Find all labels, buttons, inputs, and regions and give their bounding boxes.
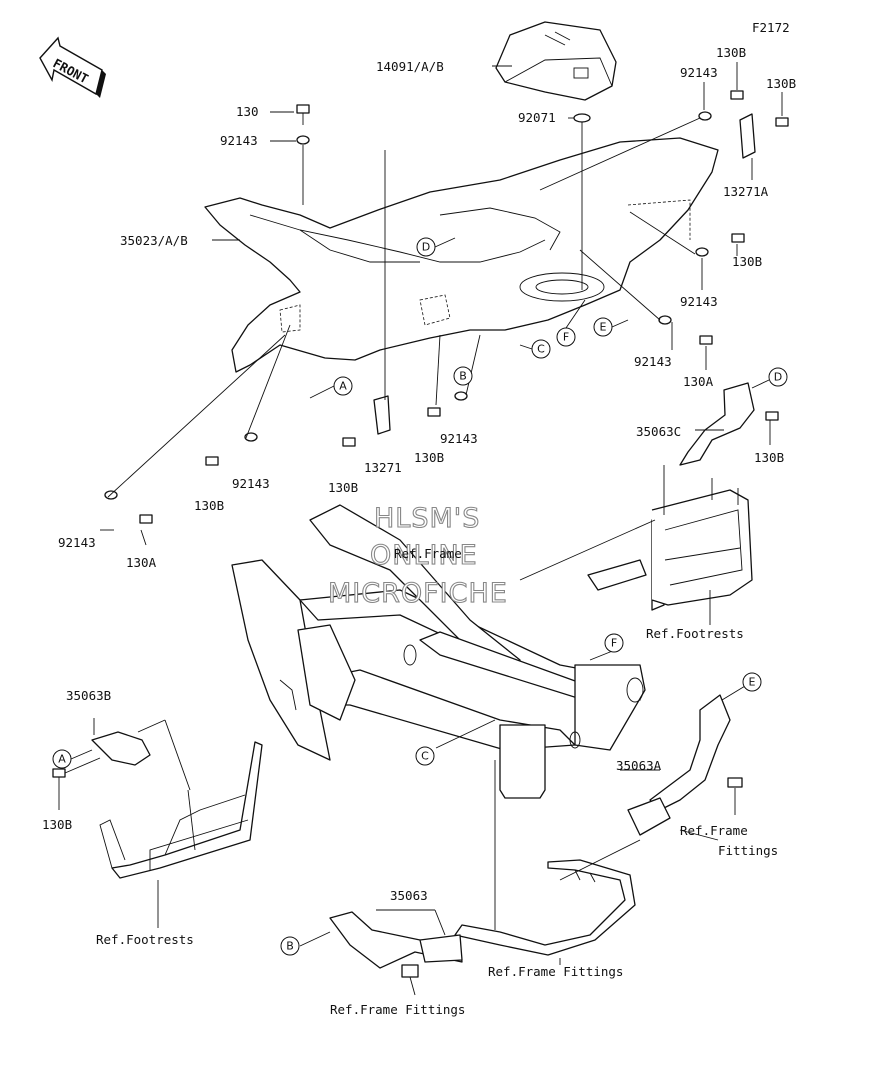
svg-text:B: B: [459, 370, 467, 383]
watermark-line-1: HLSM'S: [374, 503, 480, 534]
watermark: HLSM'S ONLINE MICROFICHE: [327, 502, 508, 609]
label-130-top: 130: [236, 104, 259, 119]
svg-text:E: E: [600, 321, 607, 334]
svg-text:C: C: [421, 750, 429, 763]
label-130b-r2: 130B: [766, 76, 796, 91]
callout-A1: A: [333, 376, 353, 396]
label-130a-r: 130A: [683, 374, 714, 389]
watermark-line-2: ONLINE: [370, 540, 478, 571]
callout-D1: D: [416, 237, 436, 257]
callout-A2: A: [52, 749, 72, 769]
ref-frame: Ref.Frame: [394, 546, 462, 561]
callout-C2: C: [415, 746, 435, 766]
callout-E2: E: [742, 672, 762, 692]
bolt-130b-r3: [731, 233, 745, 243]
svg-text:E: E: [749, 676, 756, 689]
washer-92143-r2: [695, 247, 709, 257]
label-130b-mid2: 130B: [328, 480, 358, 495]
label-35063a: 35063A: [616, 758, 662, 773]
label-35023: 35023/A/B: [120, 233, 188, 248]
ref-footrests-right: Ref.Footrests: [646, 626, 744, 641]
bolt-130a-r: [699, 335, 713, 345]
svg-text:B: B: [286, 940, 294, 953]
washer-92143-r3: [658, 315, 672, 325]
label-92071: 92071: [518, 110, 556, 125]
svg-text:F: F: [563, 331, 569, 344]
rear-guard-right: [519, 382, 779, 625]
bolt-130a-ll: [139, 514, 153, 524]
svg-text:D: D: [774, 371, 782, 384]
washer-92143-ll: [104, 490, 118, 500]
label-92143-r1: 92143: [680, 65, 718, 80]
bolt-130b-mid2: [342, 437, 356, 447]
label-130b-r4: 130B: [754, 450, 784, 465]
callout-F2: F: [604, 633, 624, 653]
svg-text:A: A: [339, 380, 347, 393]
diagram-code: F2172: [752, 20, 790, 35]
ref-frame-fittings-bottom: Ref.Frame Fittings: [330, 1002, 465, 1017]
tail-cover: [495, 21, 617, 101]
label-13271a: 13271A: [723, 184, 769, 199]
label-130b-r1: 130B: [716, 45, 746, 60]
bolt-130b-r1: [730, 90, 744, 100]
callout-E1: E: [593, 317, 613, 337]
washer-92143-left: [244, 432, 258, 442]
label-130a-ll: 130A: [126, 555, 157, 570]
label-13271: 13271: [364, 460, 402, 475]
frame: [231, 504, 646, 799]
svg-text:A: A: [58, 753, 66, 766]
label-14091: 14091/A/B: [376, 59, 444, 74]
bracket-13271a: [739, 113, 756, 159]
front-guard-center: [299, 760, 496, 996]
bolt-130b-r2: [775, 117, 789, 127]
callout-D2: D: [768, 367, 788, 387]
ref-frame-fittings-right-2: Fittings: [718, 843, 778, 858]
washer-92143-top: [296, 135, 310, 145]
ref-frame-fittings-right-1: Ref.Frame: [680, 823, 748, 838]
ref-footrests-left: Ref.Footrests: [96, 932, 194, 947]
callout-B2: B: [280, 936, 300, 956]
label-130b-r3: 130B: [732, 254, 762, 269]
label-130b-ll2: 130B: [42, 817, 72, 832]
washer-92143-mid: [454, 391, 468, 401]
label-35063b: 35063B: [66, 688, 111, 703]
label-92143-left: 92143: [232, 476, 270, 491]
rear-fender: [204, 137, 719, 373]
label-92143-r2: 92143: [680, 294, 718, 309]
callout-B1: B: [453, 366, 473, 386]
label-92143-r3: 92143: [634, 354, 672, 369]
label-92143-top: 92143: [220, 133, 258, 148]
callout-F1: F: [556, 327, 576, 347]
svg-text:F: F: [611, 637, 617, 650]
ref-frame-fittings-mid: Ref.Frame Fittings: [488, 964, 623, 979]
bolt-130-top: [296, 104, 310, 125]
label-130b-left: 130B: [194, 498, 224, 513]
leader-lines-upper: [100, 62, 783, 546]
bolt-130b-left: [205, 456, 219, 466]
watermark-line-3: MICROFICHE: [328, 578, 508, 609]
label-35063: 35063: [390, 888, 428, 903]
label-92143-ll: 92143: [58, 535, 96, 550]
bracket-13271: [373, 395, 391, 435]
svg-text:D: D: [422, 241, 430, 254]
label-35063c: 35063C: [636, 424, 681, 439]
label-92143-mid: 92143: [440, 431, 478, 446]
grommet-92071: [573, 113, 591, 123]
label-130b-mid: 130B: [414, 450, 444, 465]
callout-C1: C: [531, 339, 551, 359]
washer-92143-r1: [698, 111, 712, 121]
svg-text:C: C: [537, 343, 545, 356]
front-guard-left: [52, 718, 263, 928]
front-arrow-icon: FRONT: [39, 36, 106, 98]
bolt-130b-mid: [427, 407, 441, 417]
